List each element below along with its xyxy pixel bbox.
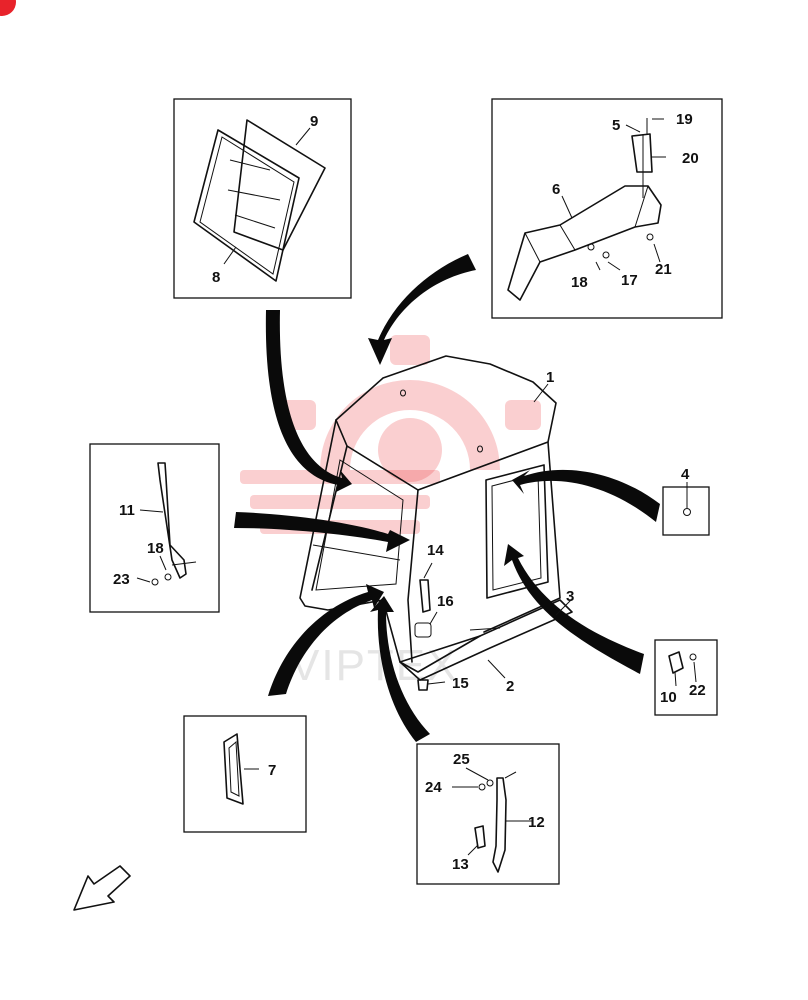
- part-label-5: 5: [612, 117, 620, 134]
- arrow-part4-to-door: [512, 469, 660, 522]
- part-label-13: 13: [452, 856, 469, 873]
- part-label-23: 23: [113, 571, 130, 588]
- part-label-3: 3: [566, 588, 574, 605]
- part-label-11: 11: [119, 502, 135, 519]
- inset-box-side-glass: [183, 715, 307, 833]
- part-label-6: 6: [552, 181, 560, 198]
- latch-drawing: [668, 651, 697, 674]
- arrow-latch-to-door: [504, 544, 644, 674]
- watermark-logo: VIPTEX: [240, 335, 541, 690]
- part-label-18: 18: [571, 274, 588, 291]
- part-4-drawing: [683, 482, 691, 516]
- watermark-text: VIPTEX: [290, 641, 459, 690]
- part-label-22: 22: [689, 682, 706, 699]
- inset-box-door-handle: [416, 743, 560, 885]
- inset-box-fender-mirror: [491, 98, 723, 319]
- hinge-rod-drawing: [151, 462, 197, 586]
- cab-assembly-drawing: [299, 355, 573, 691]
- fender-mirror-drawing: [507, 118, 662, 301]
- inset-box-windshield: [173, 98, 352, 299]
- part-label-21: 21: [655, 261, 672, 278]
- part-label-7: 7: [268, 762, 276, 779]
- part-label-17: 17: [621, 272, 638, 289]
- inset-box-latch: [654, 639, 718, 716]
- part-label-14: 14: [427, 542, 444, 559]
- part-label-4: 4: [681, 466, 690, 483]
- inset-box-hinge-rod: [89, 443, 220, 613]
- orientation-arrow-icon: [73, 865, 131, 911]
- arrow-hinge-to-pillar: [234, 512, 410, 552]
- part-number-labels: 1 2 3 4 5 6 7 8 9 10 11 12 13 14 15 16 1…: [113, 111, 706, 873]
- part-label-12: 12: [528, 814, 545, 831]
- part-label-19: 19: [676, 111, 693, 128]
- arrow-windshield-to-front: [265, 310, 352, 492]
- part-label-25: 25: [453, 751, 470, 768]
- part-label-10: 10: [660, 689, 677, 706]
- side-glass-drawing: [223, 733, 244, 805]
- windshield-glass-drawing: [193, 119, 326, 282]
- part-label-2: 2: [506, 678, 514, 695]
- arrow-handle-to-door: [370, 596, 430, 742]
- part-label-24: 24: [425, 779, 442, 796]
- inset-box-part-4: [662, 486, 710, 536]
- callout-arrows: [73, 254, 660, 911]
- corner-badge-icon: [0, 0, 16, 16]
- part-label-1: 1: [546, 369, 554, 386]
- part-label-20: 20: [682, 150, 699, 167]
- part-label-16: 16: [437, 593, 454, 610]
- arrow-glass-to-corner: [268, 584, 384, 696]
- part-label-8: 8: [212, 269, 220, 286]
- part-label-15: 15: [452, 675, 469, 692]
- part-label-18-hinge: 18: [147, 540, 164, 557]
- part-label-9: 9: [310, 113, 318, 130]
- leader-lines: [136, 118, 697, 856]
- door-handle-drawing: [474, 771, 517, 873]
- arrow-fender-to-roof: [368, 254, 476, 365]
